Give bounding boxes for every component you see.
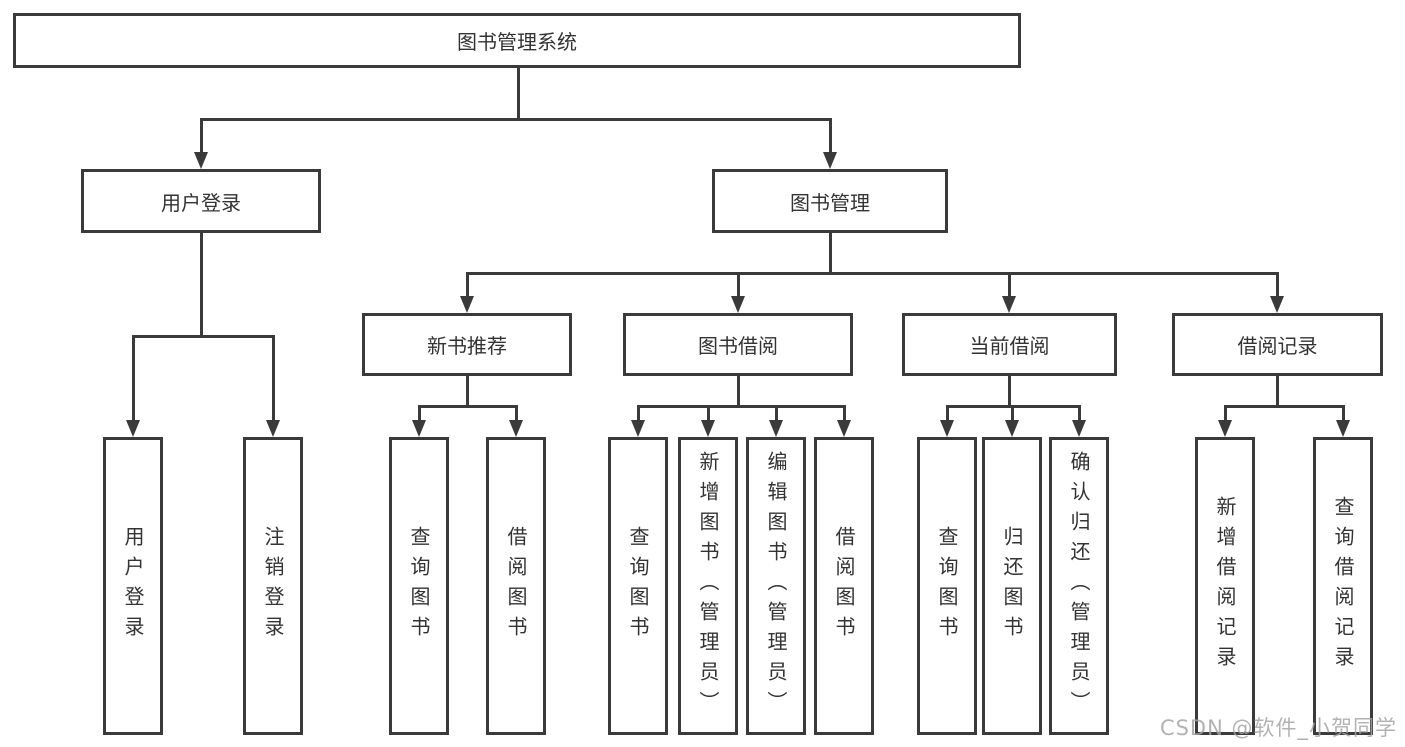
arrowhead-down-icon xyxy=(731,296,745,313)
node-borrow-records: 借阅记录 xyxy=(1172,313,1383,376)
node-leaf-return-books: 归还图书 xyxy=(982,437,1042,735)
node-leaf-user-login: 用户登录 xyxy=(103,437,163,735)
connector-line xyxy=(843,405,846,422)
arrowhead-down-icon xyxy=(769,420,783,437)
connector-line xyxy=(466,272,469,298)
node-book-borrow-label: 图书借阅 xyxy=(698,334,778,358)
node-leaf-logout-label: 注销登录 xyxy=(261,526,285,646)
node-leaf-edit-books-admin-label: 编辑图书（管理员） xyxy=(764,451,788,721)
node-leaf-borrow-books-2-label: 借阅图书 xyxy=(832,526,856,646)
node-leaf-edit-books-admin: 编辑图书（管理员） xyxy=(746,437,806,735)
connector-line xyxy=(1276,272,1279,298)
connector-line xyxy=(466,376,469,408)
node-leaf-query-books-3: 查询图书 xyxy=(917,437,977,735)
connector-line xyxy=(829,233,832,274)
connector-line xyxy=(466,272,1279,275)
node-user-login-label: 用户登录 xyxy=(161,190,241,215)
connector-line xyxy=(200,233,203,335)
connector-line xyxy=(132,335,135,422)
connector-line xyxy=(200,118,832,121)
connector-line xyxy=(637,405,846,408)
node-leaf-return-books-label: 归还图书 xyxy=(1000,526,1024,646)
connector-line xyxy=(1224,405,1227,422)
connector-line xyxy=(707,405,710,422)
node-leaf-add-books-admin: 新增图书（管理员） xyxy=(678,437,738,735)
connector-line xyxy=(418,405,518,408)
node-leaf-add-borrow-record-label: 新增借阅记录 xyxy=(1213,496,1237,676)
node-borrow-records-label: 借阅记录 xyxy=(1237,334,1318,358)
node-leaf-add-borrow-record: 新增借阅记录 xyxy=(1195,437,1255,735)
arrowhead-down-icon xyxy=(412,420,426,437)
node-leaf-confirm-return-admin: 确认归还（管理员） xyxy=(1049,437,1109,735)
node-leaf-query-borrow-record-label: 查询借阅记录 xyxy=(1331,496,1355,676)
arrowhead-down-icon xyxy=(701,420,715,437)
node-leaf-logout: 注销登录 xyxy=(243,437,303,735)
node-leaf-query-books-1-label: 查询图书 xyxy=(407,526,431,646)
node-leaf-borrow-books-1-label: 借阅图书 xyxy=(504,526,528,646)
connector-line xyxy=(1224,405,1345,408)
node-book-borrow: 图书借阅 xyxy=(623,313,853,376)
connector-line xyxy=(775,405,778,422)
watermark: CSDN @软件_小贺同学 xyxy=(1159,716,1397,740)
connector-line xyxy=(829,118,832,154)
node-leaf-confirm-return-admin-label: 确认归还（管理员） xyxy=(1067,451,1091,721)
connector-line xyxy=(737,272,740,298)
arrowhead-down-icon xyxy=(1002,296,1016,313)
arrowhead-down-icon xyxy=(266,420,280,437)
arrowhead-down-icon xyxy=(1270,296,1284,313)
node-root-label: 图书管理系统 xyxy=(457,30,577,54)
connector-line xyxy=(272,335,275,422)
connector-line xyxy=(637,405,640,422)
node-new-book-recommend-label: 新书推荐 xyxy=(427,334,507,358)
arrowhead-down-icon xyxy=(823,152,837,169)
connector-line xyxy=(517,68,520,118)
connector-line xyxy=(1008,272,1011,298)
node-leaf-query-books-3-label: 查询图书 xyxy=(935,526,959,646)
connector-line xyxy=(737,376,740,408)
connector-line xyxy=(132,335,275,338)
arrowhead-down-icon xyxy=(837,420,851,437)
arrowhead-down-icon xyxy=(631,420,645,437)
node-leaf-query-books-1: 查询图书 xyxy=(389,437,449,735)
arrowhead-down-icon xyxy=(1218,420,1232,437)
node-book-management: 图书管理 xyxy=(712,169,948,233)
arrowhead-down-icon xyxy=(1005,420,1019,437)
arrowhead-down-icon xyxy=(1072,420,1086,437)
connector-line xyxy=(1342,405,1345,422)
connector-line xyxy=(946,405,949,422)
node-user-login: 用户登录 xyxy=(81,169,321,233)
connector-line xyxy=(418,405,421,422)
node-leaf-query-books-2: 查询图书 xyxy=(608,437,668,735)
node-current-borrow-label: 当前借阅 xyxy=(969,334,1050,358)
node-leaf-borrow-books-1: 借阅图书 xyxy=(486,437,546,735)
connector-line xyxy=(1078,405,1081,422)
arrowhead-down-icon xyxy=(126,420,140,437)
node-leaf-add-books-admin-label: 新增图书（管理员） xyxy=(696,451,720,721)
arrowhead-down-icon xyxy=(509,420,523,437)
connector-line xyxy=(1011,405,1014,422)
arrowhead-down-icon xyxy=(1336,420,1350,437)
node-root: 图书管理系统 xyxy=(13,13,1021,68)
node-current-borrow: 当前借阅 xyxy=(902,313,1117,376)
connector-line xyxy=(515,405,518,422)
node-leaf-query-books-2-label: 查询图书 xyxy=(626,526,650,646)
node-leaf-query-borrow-record: 查询借阅记录 xyxy=(1313,437,1373,735)
connector-line xyxy=(1276,376,1279,408)
node-leaf-borrow-books-2: 借阅图书 xyxy=(814,437,874,735)
connector-line xyxy=(1008,376,1011,408)
arrowhead-down-icon xyxy=(460,296,474,313)
node-leaf-user-login-label: 用户登录 xyxy=(121,526,145,646)
arrowhead-down-icon xyxy=(194,152,208,169)
connector-line xyxy=(200,118,203,154)
arrowhead-down-icon xyxy=(940,420,954,437)
node-new-book-recommend: 新书推荐 xyxy=(362,313,572,376)
node-book-management-label: 图书管理 xyxy=(790,190,870,215)
